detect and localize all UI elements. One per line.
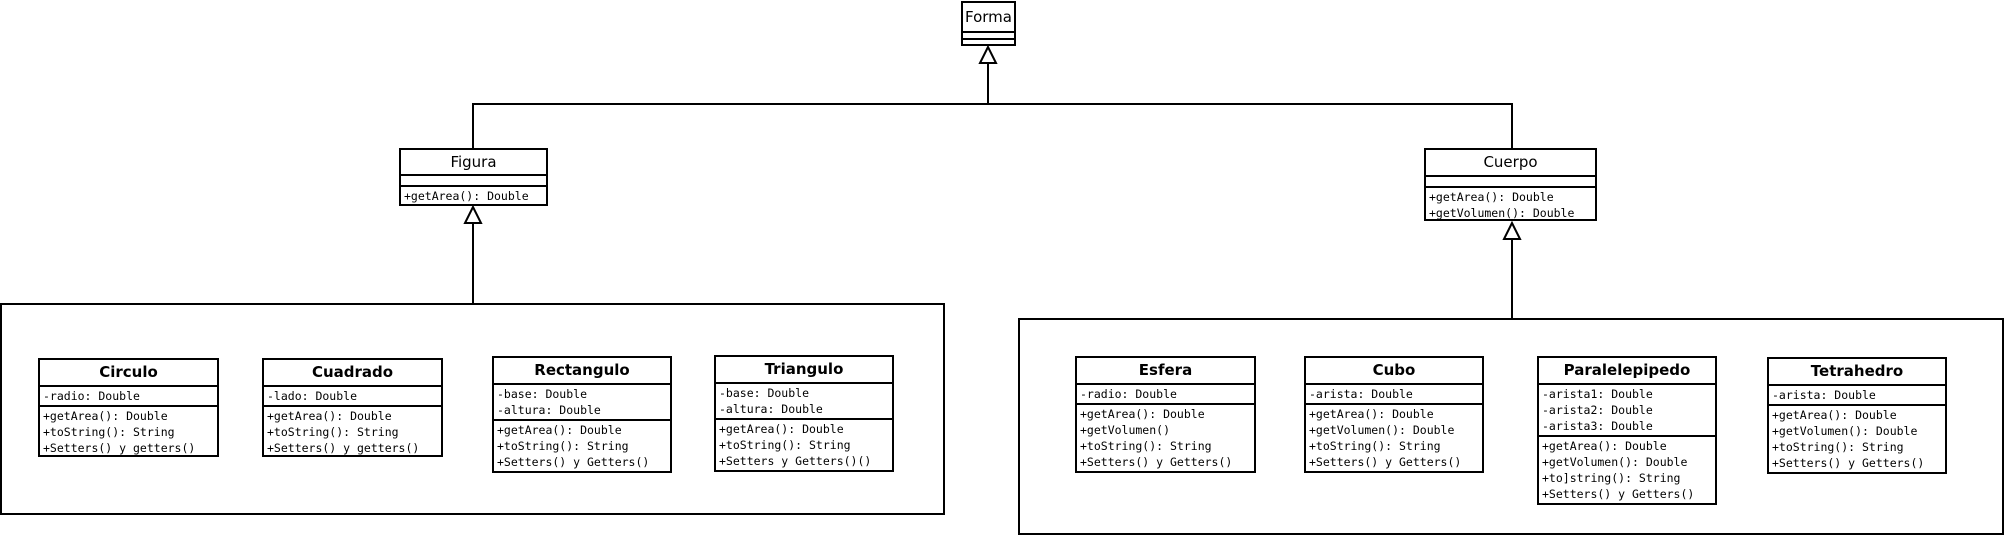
- operation: +to]string(): String: [1542, 471, 1681, 485]
- attributes-compartment: -base: Double -altura: Double: [716, 384, 892, 420]
- class-cuerpo[interactable]: Cuerpo +getArea(): Double +getVolumen():…: [1424, 148, 1597, 221]
- operation: +getVolumen(): Double: [1772, 424, 1918, 438]
- operation: +Setters() y Getters(): [1542, 487, 1695, 501]
- class-name: Tetrahedro: [1769, 359, 1945, 386]
- operations-compartment: [963, 40, 1014, 44]
- class-name: Rectangulo: [494, 358, 670, 385]
- class-name: Cuerpo: [1426, 150, 1595, 177]
- operations-compartment: +getArea(): Double +toString(): String +…: [494, 421, 670, 471]
- attributes-compartment: -arista1: Double -arista2: Double -arist…: [1539, 385, 1715, 437]
- operation: +toString(): String: [497, 439, 629, 453]
- cuerpo-to-forma-line: [988, 103, 1513, 148]
- class-name: Circulo: [40, 360, 217, 387]
- class-tetrahedro[interactable]: Tetrahedro -arista: Double +getArea(): D…: [1767, 357, 1947, 474]
- class-name: Cuadrado: [264, 360, 441, 387]
- attributes-compartment: [1426, 177, 1595, 188]
- class-name: Triangulo: [716, 357, 892, 384]
- operation: +toString(): String: [1772, 440, 1904, 454]
- operation: +Setters() y Getters(): [1080, 455, 1233, 469]
- attribute: -base: Double: [719, 386, 810, 400]
- operation: +getVolumen(): Double: [1429, 206, 1575, 220]
- attribute: -altura: Double: [719, 402, 823, 416]
- operations-compartment: +getArea(): Double +toString(): String +…: [716, 420, 892, 470]
- attribute: -arista1: Double: [1542, 387, 1653, 401]
- operation: +getVolumen(): Double: [1309, 423, 1455, 437]
- operation: +getVolumen(): [1080, 423, 1171, 437]
- operation: +toString(): String: [1309, 439, 1441, 453]
- operation: +Setters() y getters(): [267, 441, 420, 455]
- operation: +getArea(): Double: [1080, 407, 1205, 421]
- operation: +Setters() y getters(): [43, 441, 196, 455]
- figura-to-forma-line: [472, 63, 989, 148]
- attribute: -arista3: Double: [1542, 419, 1653, 433]
- attribute: -altura: Double: [497, 403, 601, 417]
- class-cuadrado[interactable]: Cuadrado -lado: Double +getArea(): Doubl…: [262, 358, 443, 457]
- operation: +Setters() y Getters(): [497, 455, 650, 469]
- class-circulo[interactable]: Circulo -radio: Double +getArea(): Doubl…: [38, 358, 219, 457]
- forma-generalization-arrowhead: [978, 44, 998, 64]
- attribute: -arista: Double: [1772, 388, 1876, 402]
- attributes-compartment: -arista: Double: [1769, 386, 1945, 406]
- operation: +getArea(): Double: [1542, 439, 1667, 453]
- operations-compartment: +getArea(): Double +getVolumen() +toStri…: [1077, 405, 1254, 471]
- attribute: -base: Double: [497, 387, 588, 401]
- operations-compartment: +getArea(): Double +getVolumen(): Double…: [1539, 437, 1715, 503]
- attribute: -arista2: Double: [1542, 403, 1653, 417]
- attribute: -lado: Double: [267, 389, 358, 403]
- operation: +Setters() y Getters(): [1772, 456, 1925, 470]
- attributes-compartment: -lado: Double: [264, 387, 441, 407]
- operations-compartment: +getArea(): Double +getVolumen(): Double…: [1306, 405, 1482, 471]
- operation: +toString(): String: [43, 425, 175, 439]
- class-name: Cubo: [1306, 358, 1482, 385]
- operation: +getArea(): Double: [267, 409, 392, 423]
- operation: +getArea(): Double: [497, 423, 622, 437]
- operation: +getArea(): Double: [1429, 190, 1554, 204]
- cuerpo-generalization-arrowhead: [1502, 220, 1522, 240]
- operation: +toString(): String: [267, 425, 399, 439]
- operations-compartment: +getArea(): Double +toString(): String +…: [40, 407, 217, 457]
- attributes-compartment: [401, 176, 546, 187]
- operation: +getArea(): Double: [719, 422, 844, 436]
- attribute: -arista: Double: [1309, 387, 1413, 401]
- class-forma[interactable]: Forma: [961, 1, 1016, 46]
- class-figura[interactable]: Figura +getArea(): Double: [399, 148, 548, 206]
- class-name: Paralelepipedo: [1539, 358, 1715, 385]
- operation: +getArea(): Double: [404, 189, 529, 203]
- class-esfera[interactable]: Esfera -radio: Double +getArea(): Double…: [1075, 356, 1256, 473]
- attributes-compartment: -radio: Double: [40, 387, 217, 407]
- operations-compartment: +getArea(): Double +getVolumen(): Double: [1426, 188, 1595, 222]
- class-paralelepipedo[interactable]: Paralelepipedo -arista1: Double -arista2…: [1537, 356, 1717, 505]
- class-name: Forma: [963, 3, 1014, 33]
- operation: +getArea(): Double: [43, 409, 168, 423]
- operation: +Setters() y Getters(): [1309, 455, 1462, 469]
- class-name: Figura: [401, 150, 546, 176]
- class-rectangulo[interactable]: Rectangulo -base: Double -altura: Double…: [492, 356, 672, 473]
- attributes-compartment: [963, 33, 1014, 40]
- attributes-compartment: -base: Double -altura: Double: [494, 385, 670, 421]
- class-cubo[interactable]: Cubo -arista: Double +getArea(): Double …: [1304, 356, 1484, 473]
- figura-generalization-arrowhead: [463, 204, 483, 224]
- operations-compartment: +getArea(): Double +toString(): String +…: [264, 407, 441, 457]
- attribute: -radio: Double: [1080, 387, 1177, 401]
- bodies-group-frame: [1018, 318, 2004, 535]
- operations-compartment: +getArea(): Double: [401, 187, 546, 205]
- figures-group-frame: [0, 303, 945, 515]
- attribute: -radio: Double: [43, 389, 140, 403]
- operation: +toString(): String: [1080, 439, 1212, 453]
- attributes-compartment: -radio: Double: [1077, 385, 1254, 405]
- class-triangulo[interactable]: Triangulo -base: Double -altura: Double …: [714, 355, 894, 472]
- operation: +Setters y Getters()(): [719, 454, 872, 468]
- operation: +getVolumen(): Double: [1542, 455, 1688, 469]
- class-name: Esfera: [1077, 358, 1254, 385]
- attributes-compartment: -arista: Double: [1306, 385, 1482, 405]
- operations-compartment: +getArea(): Double +getVolumen(): Double…: [1769, 406, 1945, 472]
- operation: +toString(): String: [719, 438, 851, 452]
- operation: +getArea(): Double: [1309, 407, 1434, 421]
- operation: +getArea(): Double: [1772, 408, 1897, 422]
